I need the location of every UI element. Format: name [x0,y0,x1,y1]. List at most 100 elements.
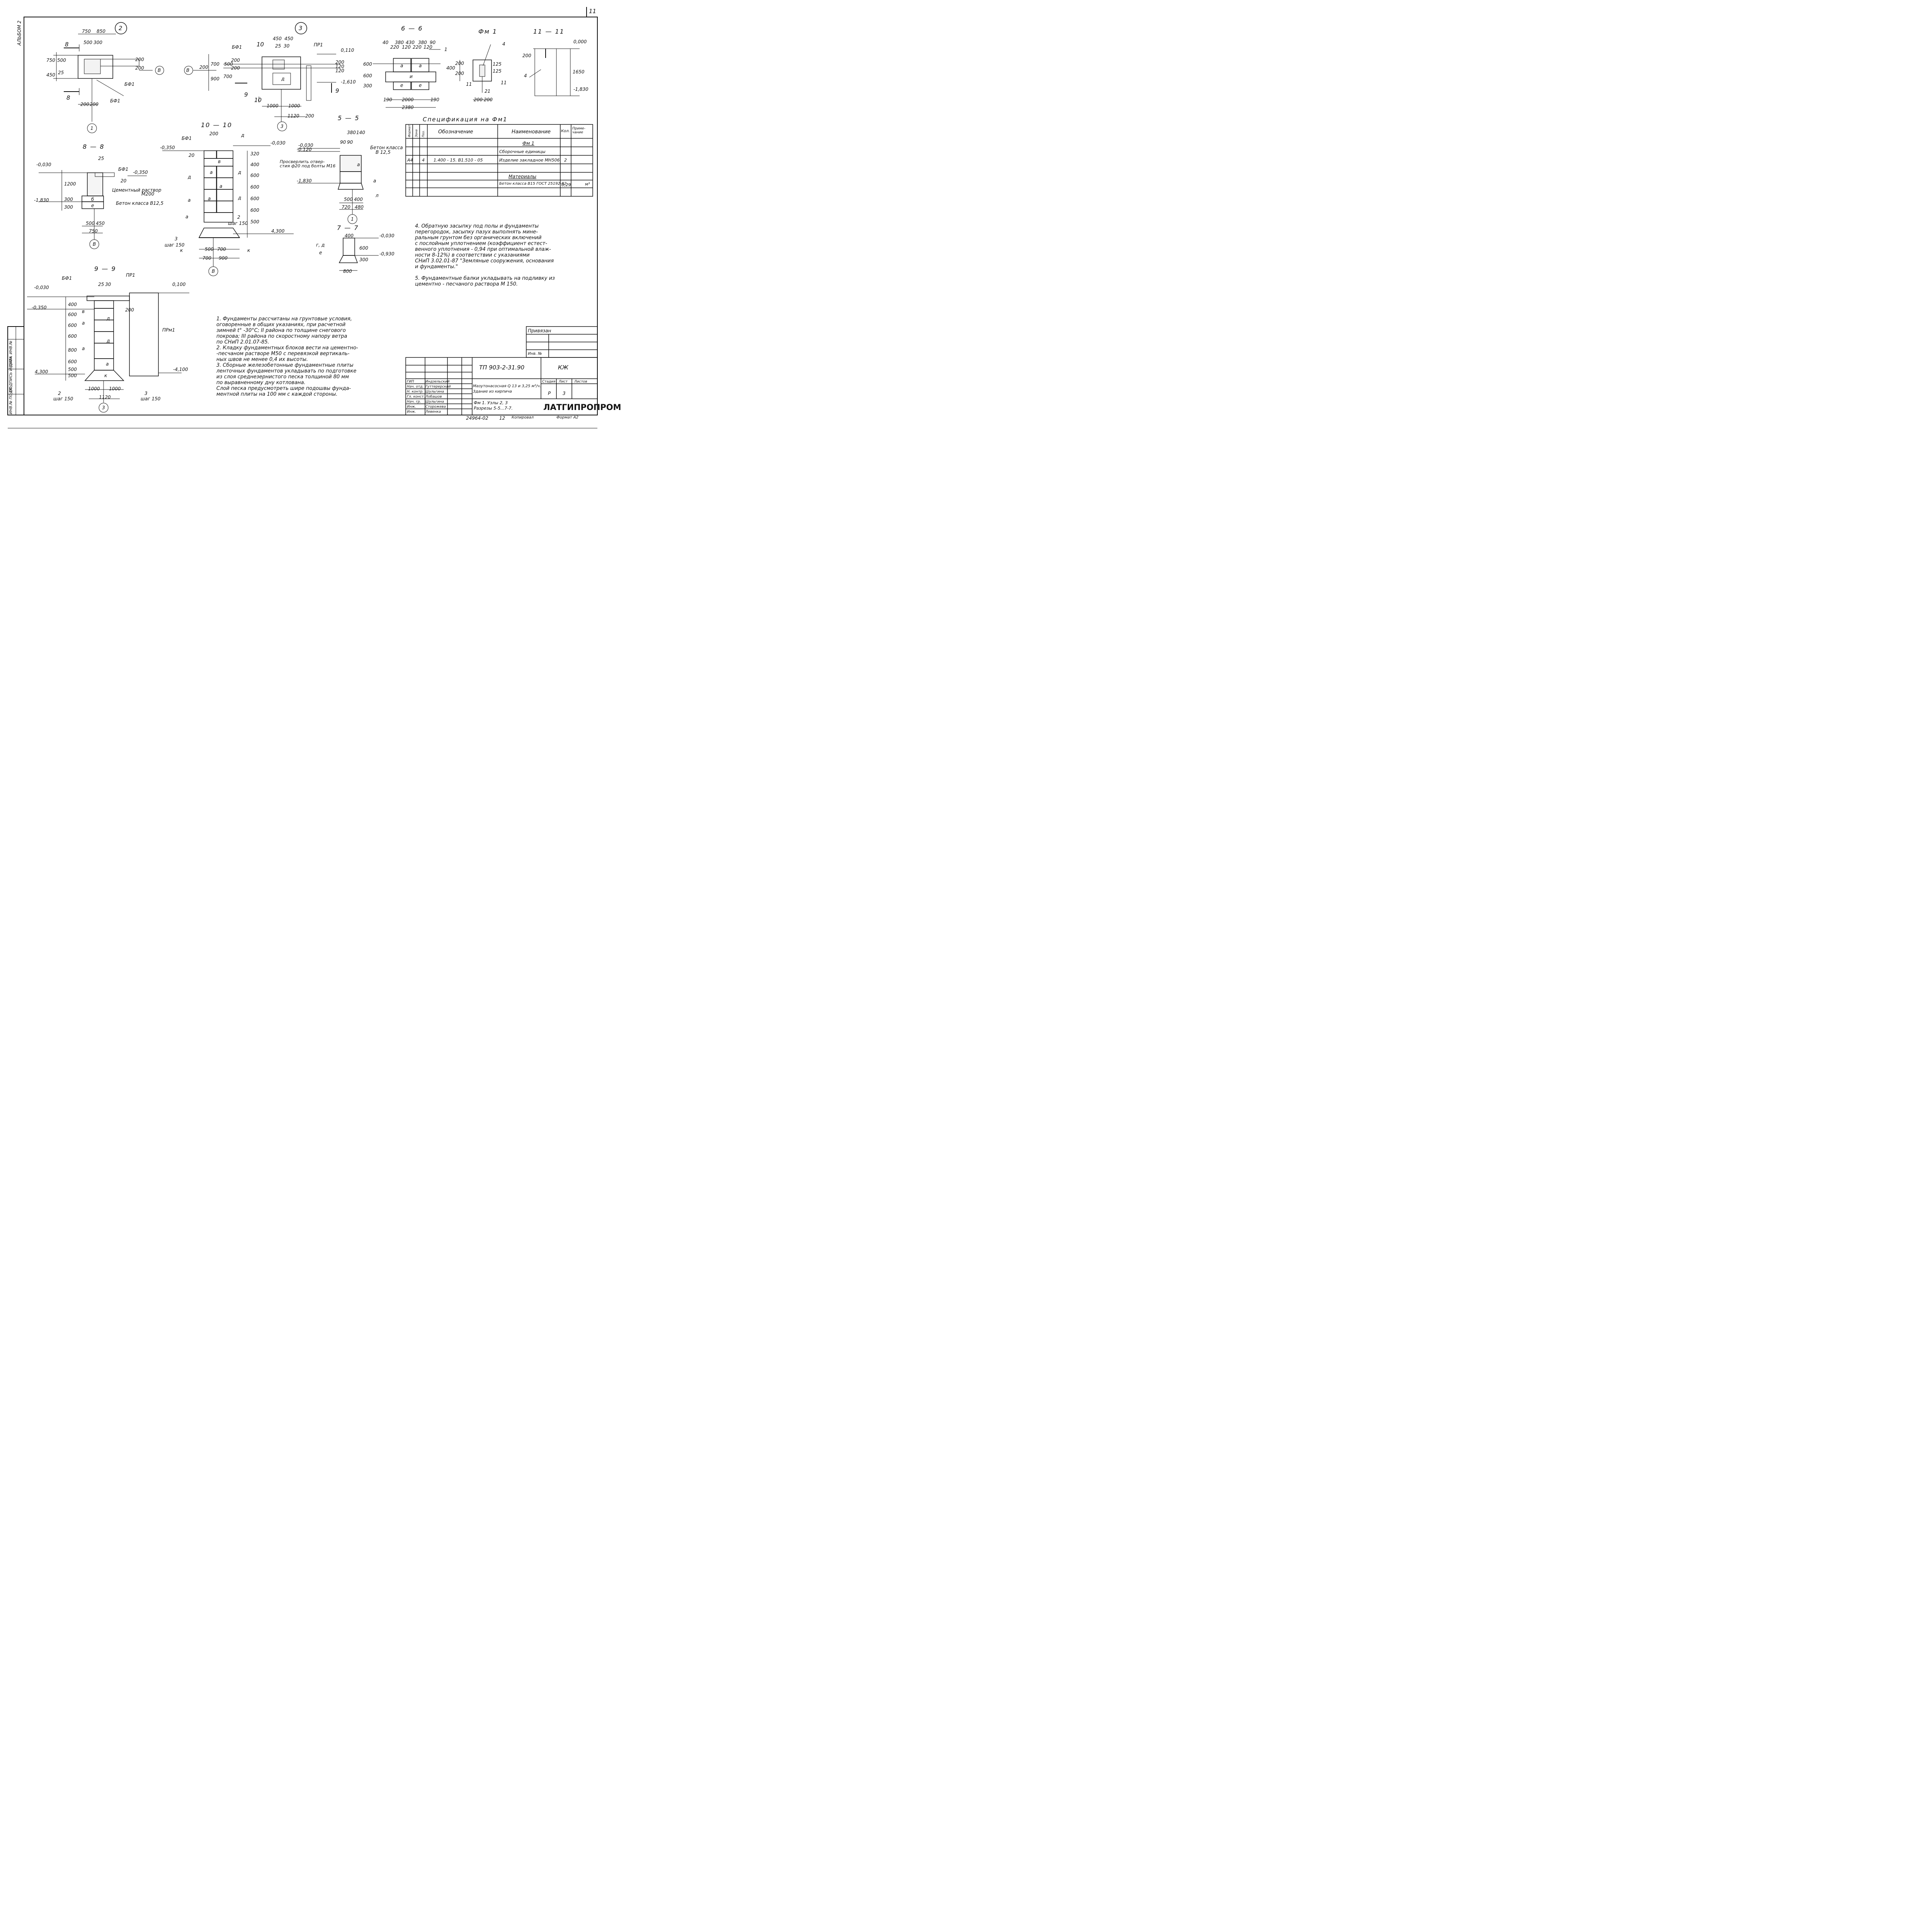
cut-8-bottom: 8 [66,94,70,101]
step-label: шаг 150 [228,221,248,226]
section-10-10-dim: 700 [202,255,211,261]
note-line: 5. Фундаментные балки укладывать на подл… [415,276,555,281]
level-mark: -1,610 [341,79,356,85]
section-10-10-dim: 500 [250,219,259,225]
node-3-mark: 3 [299,25,303,32]
role: Нач. отд. [407,385,424,389]
section-8-8-dim: 450 [96,221,105,226]
section-6-6-dim: 220 [390,44,399,50]
axis-v-bubble: В [212,269,215,274]
level-mark: -0,120 [297,147,312,152]
note-line: и фундаменты." [415,264,458,270]
ref-3: 3 [175,236,178,242]
role: Гл. конст. [407,395,425,399]
person-name: Левенка [425,410,441,414]
section-9-9-dim: 600 [68,312,77,317]
note-line: оговоренные в общих указаниях, при расче… [216,322,346,328]
section-5-5-dim: 500 [344,197,353,202]
object-name: Мазутонасосная Q 13 и 3,25 м³/ч. [473,384,541,388]
section-10-10-dim: 20 [189,153,195,158]
section-7-7-title: 7 — 7 [337,224,359,231]
cut-9-left: 9 [244,91,248,98]
node-3-dim: 120 [335,64,344,69]
spec-row-qty: 0,29 [561,182,571,187]
person-name: Лобашов [425,395,442,399]
block-a: а [373,178,376,184]
node-3-dim: 450 [273,36,282,41]
section-8-8-geometry [39,170,147,249]
section-9-9-dim: 500 [68,367,77,372]
spec-row-name: Фм 1 [522,141,534,146]
drill-note: стия ф20 под болты М16 [280,163,336,168]
section-10-10-dim: 600 [250,196,259,201]
section-9-9-dim: 400 [68,302,77,307]
section-9-9-dim: 1000 [109,386,121,391]
note-line: 3. Сборные железобетонные фундаментные п… [216,362,354,368]
block-e: е [419,83,422,88]
role: Нач. гр. [407,400,421,404]
block-a: а [219,184,223,189]
step-label: шаг 150 [141,396,161,401]
format-label: Формат А2 [556,415,578,420]
section-9-9-dim: 600 [68,359,77,364]
node-3-dim: 25 [275,43,281,49]
section-7-7-dim: 400 [345,233,354,238]
person-name: Шульгина [425,390,444,394]
section-8-8-dim: 25 [98,156,104,161]
section-6-6-dim: 2000 [402,97,414,102]
section-8-8-dim: 1200 [64,181,76,187]
note-line: ментной плиты на 100 мм с каждой стороны… [216,391,338,397]
role: Н. контр. [407,390,424,394]
section-10-10-dim: 400 [250,162,259,167]
section-9-9-dim: 1120 [99,395,111,400]
section-9-9-dim: 1000 [88,386,100,391]
inv-no-label: Инв. № [528,352,542,356]
fm1-dim: 200 [455,61,464,66]
spec-header-format: Формат [408,124,411,137]
note-line: -песчаном растворе М50 с перевязкой верт… [216,351,350,357]
section-6-6-dim: 380 [418,40,427,45]
spec-header-qty: Кол. [561,129,570,133]
spec-header-zone: Зона [415,129,418,137]
org-logo: ЛАТГИПРОПРОМ [543,403,621,412]
spec-row-name: Сборочные единицы [499,149,546,154]
section-9-9-dim: 500 [68,373,77,378]
spec-row-name: Изделие закладное МН506 [499,158,560,163]
level-mark: 0,110 [341,48,354,53]
ref-1: 1 [444,47,447,52]
note-line: ности 8-12%) в соответствии с указаниями [415,252,530,258]
block-d: д [281,76,285,82]
note-line: покрова; III района по скоростному напор… [216,333,347,339]
node-2-dim: 25 [58,70,64,75]
fm1-dim: 200 [455,71,464,76]
block-a: а [185,214,189,219]
section-8-8-dim: 300 [64,204,73,210]
section-8-8-dim: 300 [64,197,73,202]
note-line: Слой песка предусмотреть шире подошвы фу… [216,386,351,391]
level-mark: -1,830 [297,178,312,184]
album-label: АЛЬБОМ 2 [17,20,22,46]
section-10-10-dim: 320 [250,151,259,157]
mortar-grade: М200 [141,191,155,197]
section-5-5-dim: 480 [355,204,364,210]
fm1-dim: 400 [446,65,455,71]
level-mark: -0,350 [32,305,47,310]
bf1-label: БФ1 [182,136,192,141]
copied-label: Копировал [512,415,534,420]
pr1-label: ПР1 [126,272,135,278]
axis-v-bubble: В [93,242,96,247]
cut-10-bottom: 10 [254,97,262,104]
section-6-6-geometry [373,49,440,108]
spec-header-pos: Поз. [422,130,425,137]
doc-mark: КЖ [558,364,568,371]
fm1-dim: 200 [484,97,493,102]
node-3-dim: 1000 [267,103,279,109]
node-3-dim: 30 [284,43,290,49]
axis-1-bubble: 1 [351,216,354,222]
section-5-5-dim: 400 [354,197,363,202]
section-10-10-dim: 600 [250,173,259,178]
ref-2: 2 [237,214,240,220]
section-9-9-dim: 25 [98,282,104,287]
stage-value: Р [548,391,551,396]
block-d: а [188,197,191,203]
